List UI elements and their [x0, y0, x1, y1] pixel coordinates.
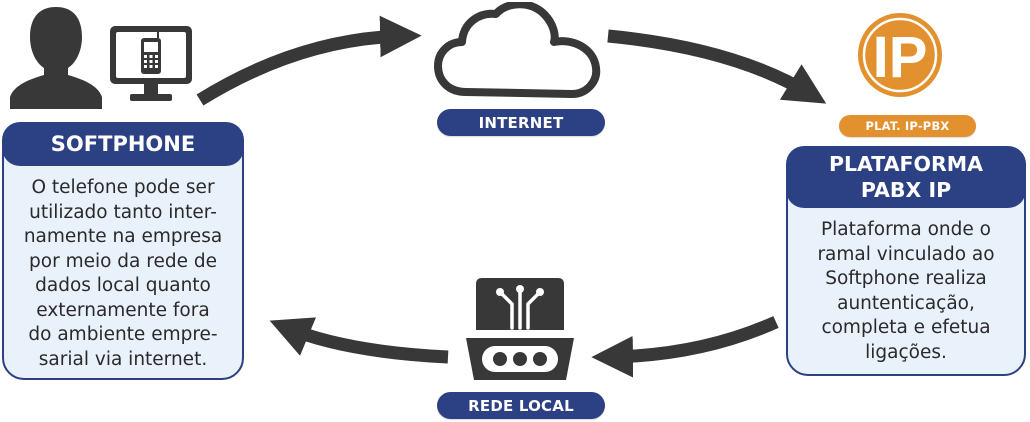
softphone-title: SOFTPHONE [2, 122, 244, 166]
internet-label: INTERNET [437, 109, 605, 136]
text-line: O telefone pode ser [31, 177, 215, 198]
text-line: namente na empresa [23, 226, 223, 247]
text-line: utilizado tanto inter- [29, 201, 217, 223]
arrow-pbx-to-local [591, 316, 779, 378]
text-line: completa e efetua [821, 317, 991, 338]
pbx-title-line: PLATAFORMA [828, 152, 984, 176]
text-line: ligações. [865, 341, 947, 363]
pbx-description: Plataforma onde o ramal vinculado ao Sof… [788, 218, 1024, 365]
text-line: sarial via internet. [38, 348, 208, 370]
text-line: do ambiente empre- [28, 324, 218, 345]
user-silhouette-icon [10, 7, 102, 109]
text-line: dados local quanto [35, 275, 211, 296]
text-line: por meio da rede de [29, 250, 217, 272]
softphone-description: O telefone pode ser utilizado tanto inte… [4, 176, 242, 372]
text-line: externamente fora [36, 299, 210, 321]
text-line: auntenticação, [837, 292, 975, 314]
ip-logo-caption: PLAT. IP-PBX [839, 115, 976, 137]
pbx-title: PLATAFORMA PABX IP [786, 146, 1026, 208]
local-network-label: REDE LOCAL [437, 392, 605, 419]
arrow-internet-to-pbx [607, 29, 827, 104]
ip-logo-text: IP [873, 25, 928, 90]
cloud-icon [434, 2, 601, 98]
text-line: ramal vinculado ao [817, 243, 995, 265]
monitor-phone-icon [110, 26, 192, 101]
pbx-title-line: PABX IP [860, 178, 952, 202]
router-icon [466, 278, 574, 380]
pbx-card: PLATAFORMA PABX IP Plataforma onde o ram… [786, 146, 1026, 376]
ip-logo-icon: IP [858, 13, 942, 97]
arrow-softphone-to-internet [196, 15, 422, 106]
text-line: Softphone realiza [825, 268, 987, 289]
arrow-local-to-softphone [269, 317, 449, 364]
softphone-card: SOFTPHONE O telefone pode ser utilizado … [2, 122, 244, 380]
text-line: Plataforma onde o [821, 219, 991, 240]
